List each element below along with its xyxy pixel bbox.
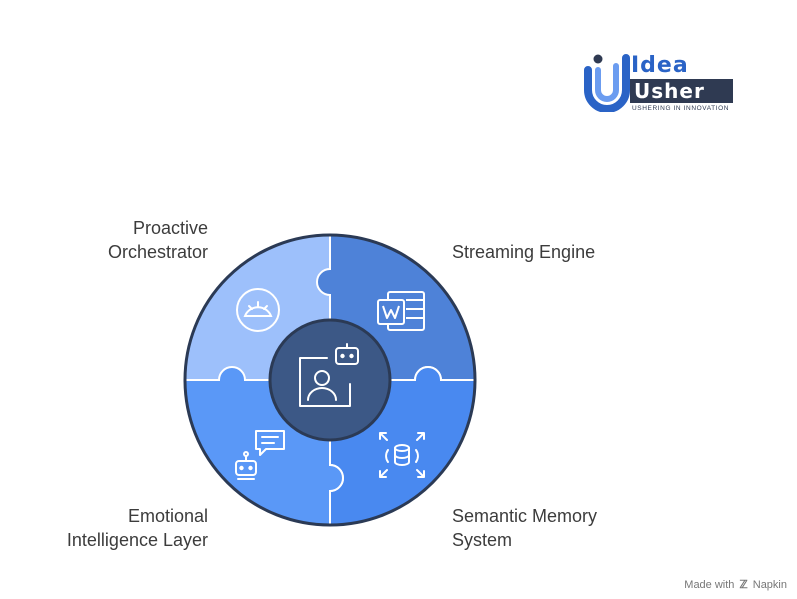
center-circle[interactable] <box>268 318 392 442</box>
label-emotional-line1: Emotional <box>127 506 208 526</box>
puzzle-circle-diagram <box>183 233 477 527</box>
gauge-icon <box>236 288 280 332</box>
footer-brand: Napkin <box>752 579 787 591</box>
label-semantic-line1: Semantic Memory <box>452 506 598 526</box>
user-bot-icon <box>299 343 359 407</box>
robot-chat-icon <box>235 430 285 480</box>
label-semantic-line2: System <box>452 530 513 550</box>
made-with-napkin-footer: Made with ℤ Napkin <box>684 578 787 591</box>
logo-tagline: USHERING IN INNOVATION <box>632 105 730 112</box>
word-document-icon <box>377 291 425 331</box>
label-proactive-line1: Proactive <box>132 218 208 238</box>
logo-text-usher: Usher <box>630 79 733 103</box>
logo-u-icon <box>584 54 630 112</box>
database-icon <box>379 432 425 478</box>
label-proactive-line2: Orchestrator <box>107 242 208 262</box>
logo-text-idea: Idea <box>631 53 689 78</box>
label-streaming-engine: Streaming Engine <box>452 242 596 262</box>
idea-usher-logo: Idea Usher USHERING IN INNOVATION <box>584 52 736 114</box>
footer-prefix: Made with <box>684 579 735 591</box>
label-emotional-line2: Intelligence Layer <box>66 530 208 550</box>
outer-ring <box>183 233 477 527</box>
napkin-icon: ℤ <box>739 579 748 591</box>
